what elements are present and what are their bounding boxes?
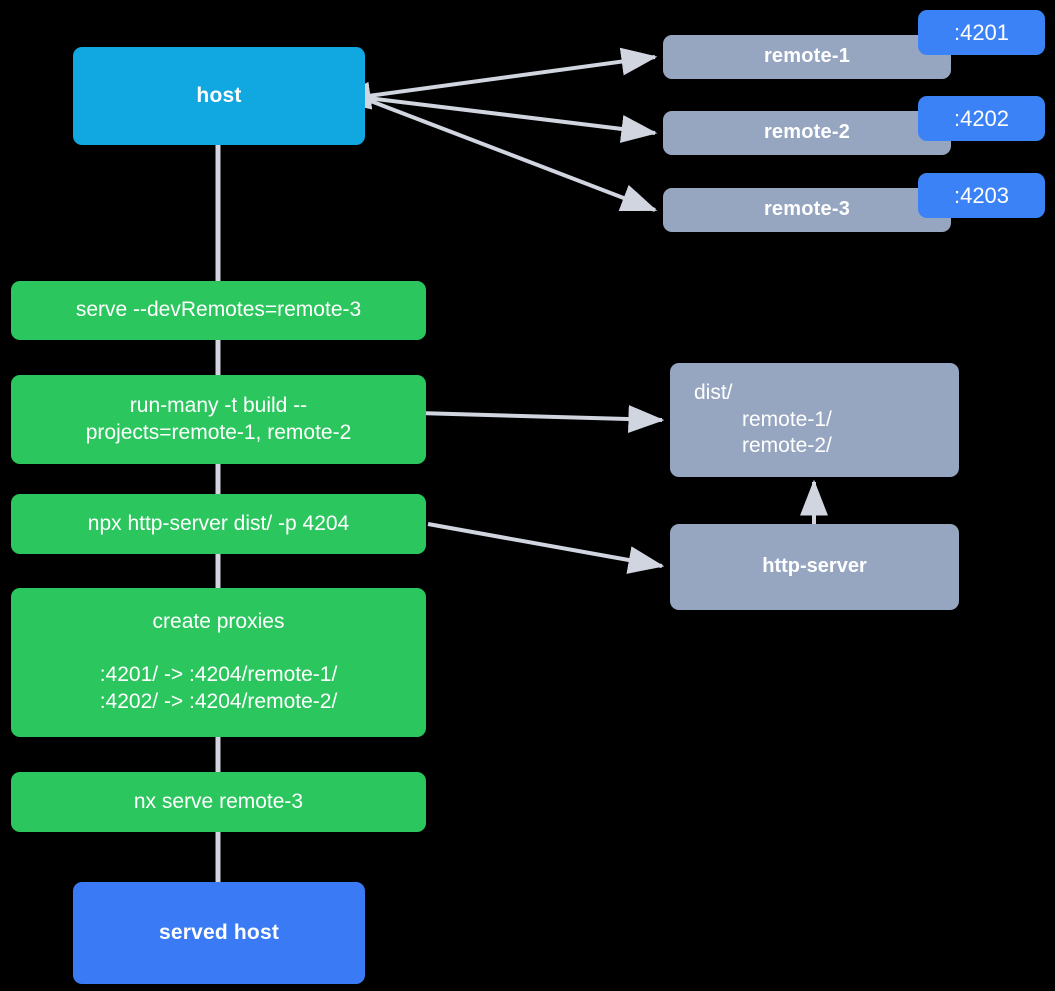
node-command-create-proxies-mapping-2: :4202/ -> :4204/remote-2/ xyxy=(99,689,338,713)
node-dist-folder-child-1: remote-1/ xyxy=(742,407,832,431)
node-remote-3-label: remote-3 xyxy=(763,198,851,221)
node-command-create-proxies-mapping-1: :4201/ -> :4204/remote-1/ xyxy=(99,663,338,687)
node-remote-1-label: remote-1 xyxy=(763,45,851,68)
badge-port-4203-label: :4203 xyxy=(953,182,1010,208)
edge-host-to-remote-3 xyxy=(367,98,658,212)
node-command-npx-http-server-label: npx http-server dist/ -p 4204 xyxy=(87,511,350,535)
node-http-server-label: http-server xyxy=(762,555,867,578)
node-command-run-many-lines: run-many -t build -- projects=remote-1, … xyxy=(86,393,352,447)
badge-port-4202-label: :4202 xyxy=(953,105,1010,131)
node-host[interactable]: host xyxy=(73,47,365,145)
node-dist-folder-child-2: remote-2/ xyxy=(742,434,832,458)
edge-run-many-to-dist xyxy=(417,405,665,434)
badge-port-4201[interactable]: :4201 xyxy=(918,10,1045,55)
node-http-server[interactable]: http-server xyxy=(670,524,959,610)
node-dist-folder-root: dist/ xyxy=(694,380,733,404)
node-command-npx-http-server[interactable]: npx http-server dist/ -p 4204 xyxy=(11,494,426,554)
edge-npx-to-http-server xyxy=(427,522,665,574)
node-command-serve-devremotes-label: serve --devRemotes=remote-3 xyxy=(75,298,362,322)
node-remote-3[interactable]: remote-3 xyxy=(663,188,951,232)
node-host-label: host xyxy=(196,83,242,107)
node-command-nx-serve-remote-3[interactable]: nx serve remote-3 xyxy=(11,772,426,832)
node-dist-folder[interactable]: dist/ remote-1/ remote-2/ xyxy=(670,363,959,477)
node-command-serve-devremotes[interactable]: serve --devRemotes=remote-3 xyxy=(11,281,426,340)
badge-port-4202[interactable]: :4202 xyxy=(918,96,1045,141)
node-command-run-many-line-1: run-many -t build -- xyxy=(129,393,308,417)
node-remote-2-label: remote-2 xyxy=(763,121,851,144)
badge-port-4201-label: :4201 xyxy=(953,19,1010,45)
node-command-nx-serve-remote-3-label: nx serve remote-3 xyxy=(133,789,304,813)
node-remote-1[interactable]: remote-1 xyxy=(663,35,951,79)
edge-host-to-remote-1 xyxy=(334,47,658,110)
node-command-create-proxies-spacer xyxy=(100,636,338,662)
node-command-create-proxies-lines: create proxies :4201/ -> :4204/remote-1/… xyxy=(100,609,338,716)
node-served-host[interactable]: served host xyxy=(73,882,365,984)
node-remote-2[interactable]: remote-2 xyxy=(663,111,951,155)
edge-host-to-remote-2 xyxy=(367,96,658,143)
node-command-run-many-line-2: projects=remote-1, remote-2 xyxy=(85,420,352,444)
node-command-run-many[interactable]: run-many -t build -- projects=remote-1, … xyxy=(11,375,426,464)
node-command-create-proxies[interactable]: create proxies :4201/ -> :4204/remote-1/… xyxy=(11,588,426,737)
node-served-host-label: served host xyxy=(158,920,280,944)
badge-port-4203[interactable]: :4203 xyxy=(918,173,1045,218)
node-command-create-proxies-title: create proxies xyxy=(152,610,285,634)
